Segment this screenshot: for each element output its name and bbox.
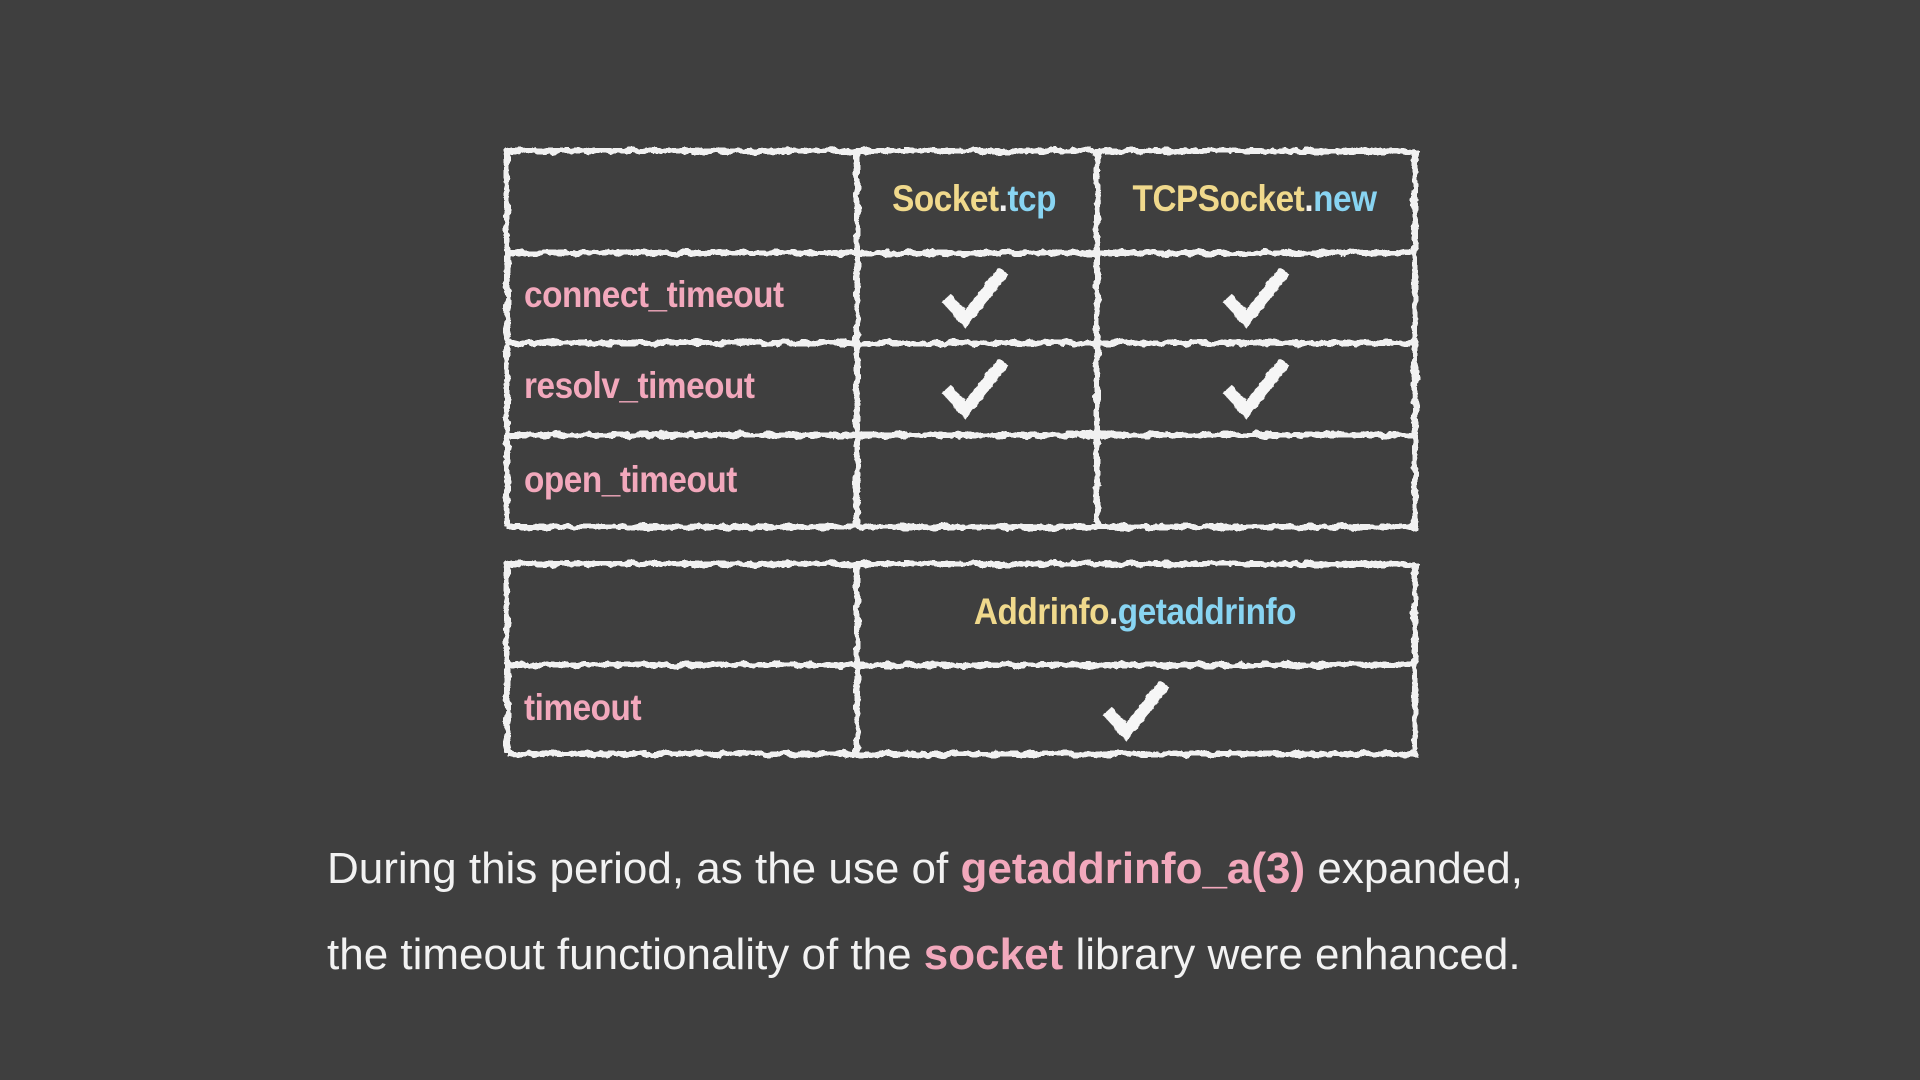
check-icon <box>941 267 1009 329</box>
method-name: new <box>1313 178 1377 219</box>
caption-segment: library were enhanced. <box>1063 930 1521 979</box>
check-icon <box>1102 680 1169 742</box>
table-grid-lines <box>504 561 1418 757</box>
method-separator: . <box>998 178 1008 219</box>
caption-line-2: the timeout functionality of the socket … <box>327 912 1523 998</box>
row-header-timeout: timeout <box>504 662 854 754</box>
check-icon <box>1222 358 1289 420</box>
caption-segment: During this period, as the use of <box>327 844 961 893</box>
caption-text: During this period, as the use of getadd… <box>327 826 1523 998</box>
receiver-name: Addrinfo <box>973 590 1109 632</box>
support-cell <box>1094 250 1415 340</box>
addrinfo-timeout-table: Addrinfo.getaddrinfo timeout <box>504 561 1418 757</box>
row-label: open_timeout <box>524 458 737 500</box>
caption-line-1: During this period, as the use of getadd… <box>327 826 1523 912</box>
caption-segment: expanded, <box>1305 844 1523 893</box>
row-header-open-timeout: open_timeout <box>504 432 854 527</box>
caption-highlight-socket: socket <box>923 930 1064 979</box>
receiver-name: TCPSocket <box>1132 178 1305 219</box>
row-label: resolv_timeout <box>524 365 755 406</box>
support-cell <box>1094 340 1415 432</box>
table-corner-cell <box>504 561 854 662</box>
column-header-addrinfo-getaddrinfo: Addrinfo.getaddrinfo <box>854 561 1415 662</box>
table-grid-lines <box>504 148 1418 530</box>
caption-segment: the timeout functionality of the <box>327 930 924 979</box>
column-header-socket-tcp: Socket.tcp <box>854 148 1094 250</box>
method-separator: . <box>1108 590 1118 632</box>
row-header-resolv-timeout: resolv_timeout <box>504 340 854 432</box>
check-icon <box>941 358 1009 420</box>
method-name: tcp <box>1007 178 1056 219</box>
support-cell <box>854 250 1094 340</box>
method-separator: . <box>1304 178 1314 219</box>
support-cell <box>854 432 1094 527</box>
socket-timeout-table: Socket.tcp TCPSocket.new connect_timeout… <box>504 148 1418 530</box>
table-corner-cell <box>504 148 854 250</box>
row-header-connect-timeout: connect_timeout <box>504 250 854 340</box>
caption-highlight-getaddrinfo-a: getaddrinfo_a(3) <box>960 844 1306 893</box>
row-label: timeout <box>524 687 642 728</box>
column-header-tcpsocket-new: TCPSocket.new <box>1094 148 1415 250</box>
support-cell <box>1094 432 1415 527</box>
check-icon <box>1222 267 1289 329</box>
support-cell <box>854 340 1094 432</box>
row-label: connect_timeout <box>524 274 784 315</box>
support-cell <box>854 662 1415 754</box>
method-name: getaddrinfo <box>1117 590 1296 632</box>
receiver-name: Socket <box>892 178 999 219</box>
